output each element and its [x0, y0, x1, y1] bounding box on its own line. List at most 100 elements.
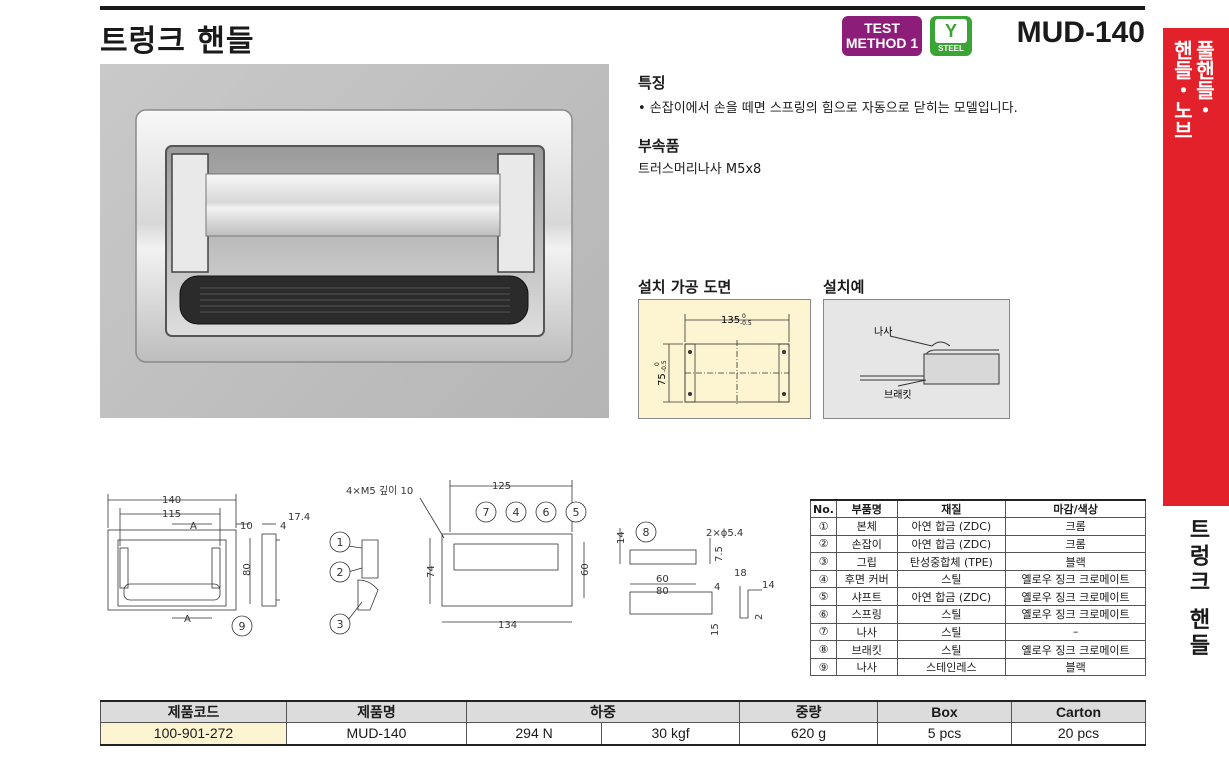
cutout-svg: 135 0 -0.5 75 0 -0.5 — [654, 313, 790, 406]
part-name: 브래킷 — [836, 640, 898, 659]
features-text: • 손잡이에서 손을 떼면 스프링의 힘으로 자동으로 닫히는 모델입니다. — [638, 101, 1018, 116]
accessories-text: 트러스머리나사 M5x8 — [638, 162, 762, 177]
label-bracket: 브래킷 — [884, 389, 912, 401]
cutout-width: 135 — [721, 315, 740, 326]
part-no: ③ — [810, 552, 837, 571]
badge-test-line1: TEST — [864, 20, 900, 36]
steel-badge: Y STEEL — [930, 16, 972, 56]
dim-4: 4 — [280, 521, 286, 532]
dim-60-back: 60 — [580, 563, 591, 576]
spec-box: 5 pcs — [877, 722, 1012, 746]
spec-load-kgf: 30 kgf — [601, 722, 740, 746]
part-no: ④ — [810, 569, 837, 589]
callout-2 — [329, 561, 351, 583]
cutout-height-tol: -0.5 — [661, 360, 668, 372]
part-finish: – — [1005, 622, 1146, 642]
callout-9-label: 9 — [239, 620, 246, 633]
parts-header-no: No. — [810, 499, 837, 519]
dim-7-5: 7.5 — [714, 546, 725, 562]
dim-115: 115 — [162, 509, 181, 520]
install-example-heading: 설치예 — [823, 278, 865, 296]
dim-17-4: 17.4 — [288, 512, 310, 523]
dim-2: 2 — [754, 614, 765, 620]
dim-14-bracket: 14 — [616, 531, 627, 544]
install-drawing-heading: 설치 가공 도면 — [638, 278, 732, 296]
part-name: 손잡이 — [836, 534, 898, 554]
part-no: ⑦ — [810, 622, 837, 642]
dim-a-bottom: A — [184, 614, 191, 625]
spec-header-row: 제품코드 제품명 하중 중량 Box Carton — [100, 700, 1146, 723]
badge-test-line2: METHOD 1 — [845, 35, 919, 51]
label-screw: 나사 — [874, 326, 892, 338]
dim-80: 80 — [242, 563, 253, 576]
spec-header-load: 하중 — [466, 700, 740, 723]
callout-3 — [329, 613, 351, 635]
part-no: ⑨ — [810, 657, 837, 677]
dim-15: 15 — [710, 623, 721, 636]
parts-header-finish: 마감/색상 — [1005, 499, 1146, 519]
part-no: ② — [810, 534, 837, 554]
parts-header-row: No. 부품명 재질 마감/색상 — [810, 499, 1146, 519]
part-name: 나사 — [836, 622, 898, 642]
callout-9 — [231, 615, 253, 637]
dim-140: 140 — [162, 495, 181, 506]
part-no: ⑧ — [810, 640, 837, 659]
model-number: MUD-140 — [1016, 16, 1145, 49]
part-finish: 옐로우 징크 크로메이트 — [1005, 569, 1146, 589]
features-heading: 특징 — [638, 74, 666, 92]
spec-header-weight: 중량 — [739, 700, 878, 723]
part-name: 그립 — [836, 552, 898, 571]
part-material: 탄성중합체 (TPE) — [896, 552, 1007, 571]
part-name: 스프링 — [836, 605, 898, 624]
cutout-height: 75 — [657, 373, 668, 386]
cutout-height-tol0: 0 — [654, 362, 661, 366]
callout-4 — [505, 501, 527, 523]
part-finish: 블랙 — [1005, 552, 1146, 571]
spec-carton: 20 pcs — [1011, 722, 1146, 746]
cutout-width-tol: -0.5 — [740, 320, 752, 327]
spec-header-code: 제품코드 — [100, 700, 287, 723]
callout-7-label: 7 — [483, 506, 490, 519]
category-line2: 핸들・노브 — [1170, 40, 1194, 140]
note-m5-depth: 4×M5 깊이 10 — [346, 485, 413, 497]
dim-18: 18 — [734, 568, 747, 579]
part-material: 아연 합금 (ZDC) — [896, 517, 1007, 536]
parts-header-part: 부품명 — [836, 499, 898, 519]
callout-1 — [329, 531, 351, 553]
dim-125: 125 — [492, 481, 511, 492]
part-material: 스틸 — [896, 569, 1007, 589]
part-finish: 블랙 — [1005, 657, 1146, 677]
accessories-heading: 부속품 — [638, 137, 680, 155]
spec-table: 제품코드 제품명 하중 중량 Box Carton 100-901-272 MU… — [100, 700, 1146, 746]
spec-weight: 620 g — [739, 722, 878, 746]
dim-74: 74 — [426, 565, 437, 578]
callout-8-label: 8 — [643, 526, 650, 539]
page-title: 트렁크 핸들 — [100, 24, 255, 59]
category-tab[interactable]: 풀핸들・ 핸들・노브 — [1163, 28, 1229, 506]
technical-drawings: 140 115 A 10 4 17.4 80 A 4×M5 깊이 10 125 … — [107, 480, 775, 637]
part-finish: 옐로우 징크 크로메이트 — [1005, 605, 1146, 624]
dim-80-bracket: 80 — [656, 586, 669, 597]
cutout-width-tol0: 0 — [742, 313, 746, 320]
product-photo — [100, 64, 609, 418]
current-section-tab[interactable]: 트렁크 핸들 — [1163, 506, 1229, 761]
handle-illustration — [135, 109, 573, 363]
part-no: ⑤ — [810, 587, 837, 607]
dim-134: 134 — [498, 620, 517, 631]
cutout-drawing: 135 0 -0.5 75 0 -0.5 — [638, 299, 811, 419]
part-material: 스틸 — [896, 640, 1007, 659]
part-material: 스테인레스 — [896, 657, 1007, 677]
part-name: 본체 — [836, 517, 898, 536]
callout-3-label: 3 — [337, 618, 344, 631]
part-name: 나사 — [836, 657, 898, 677]
callout-1-label: 1 — [337, 536, 344, 549]
part-material: 스틸 — [896, 622, 1007, 642]
part-name: 샤프트 — [836, 587, 898, 607]
